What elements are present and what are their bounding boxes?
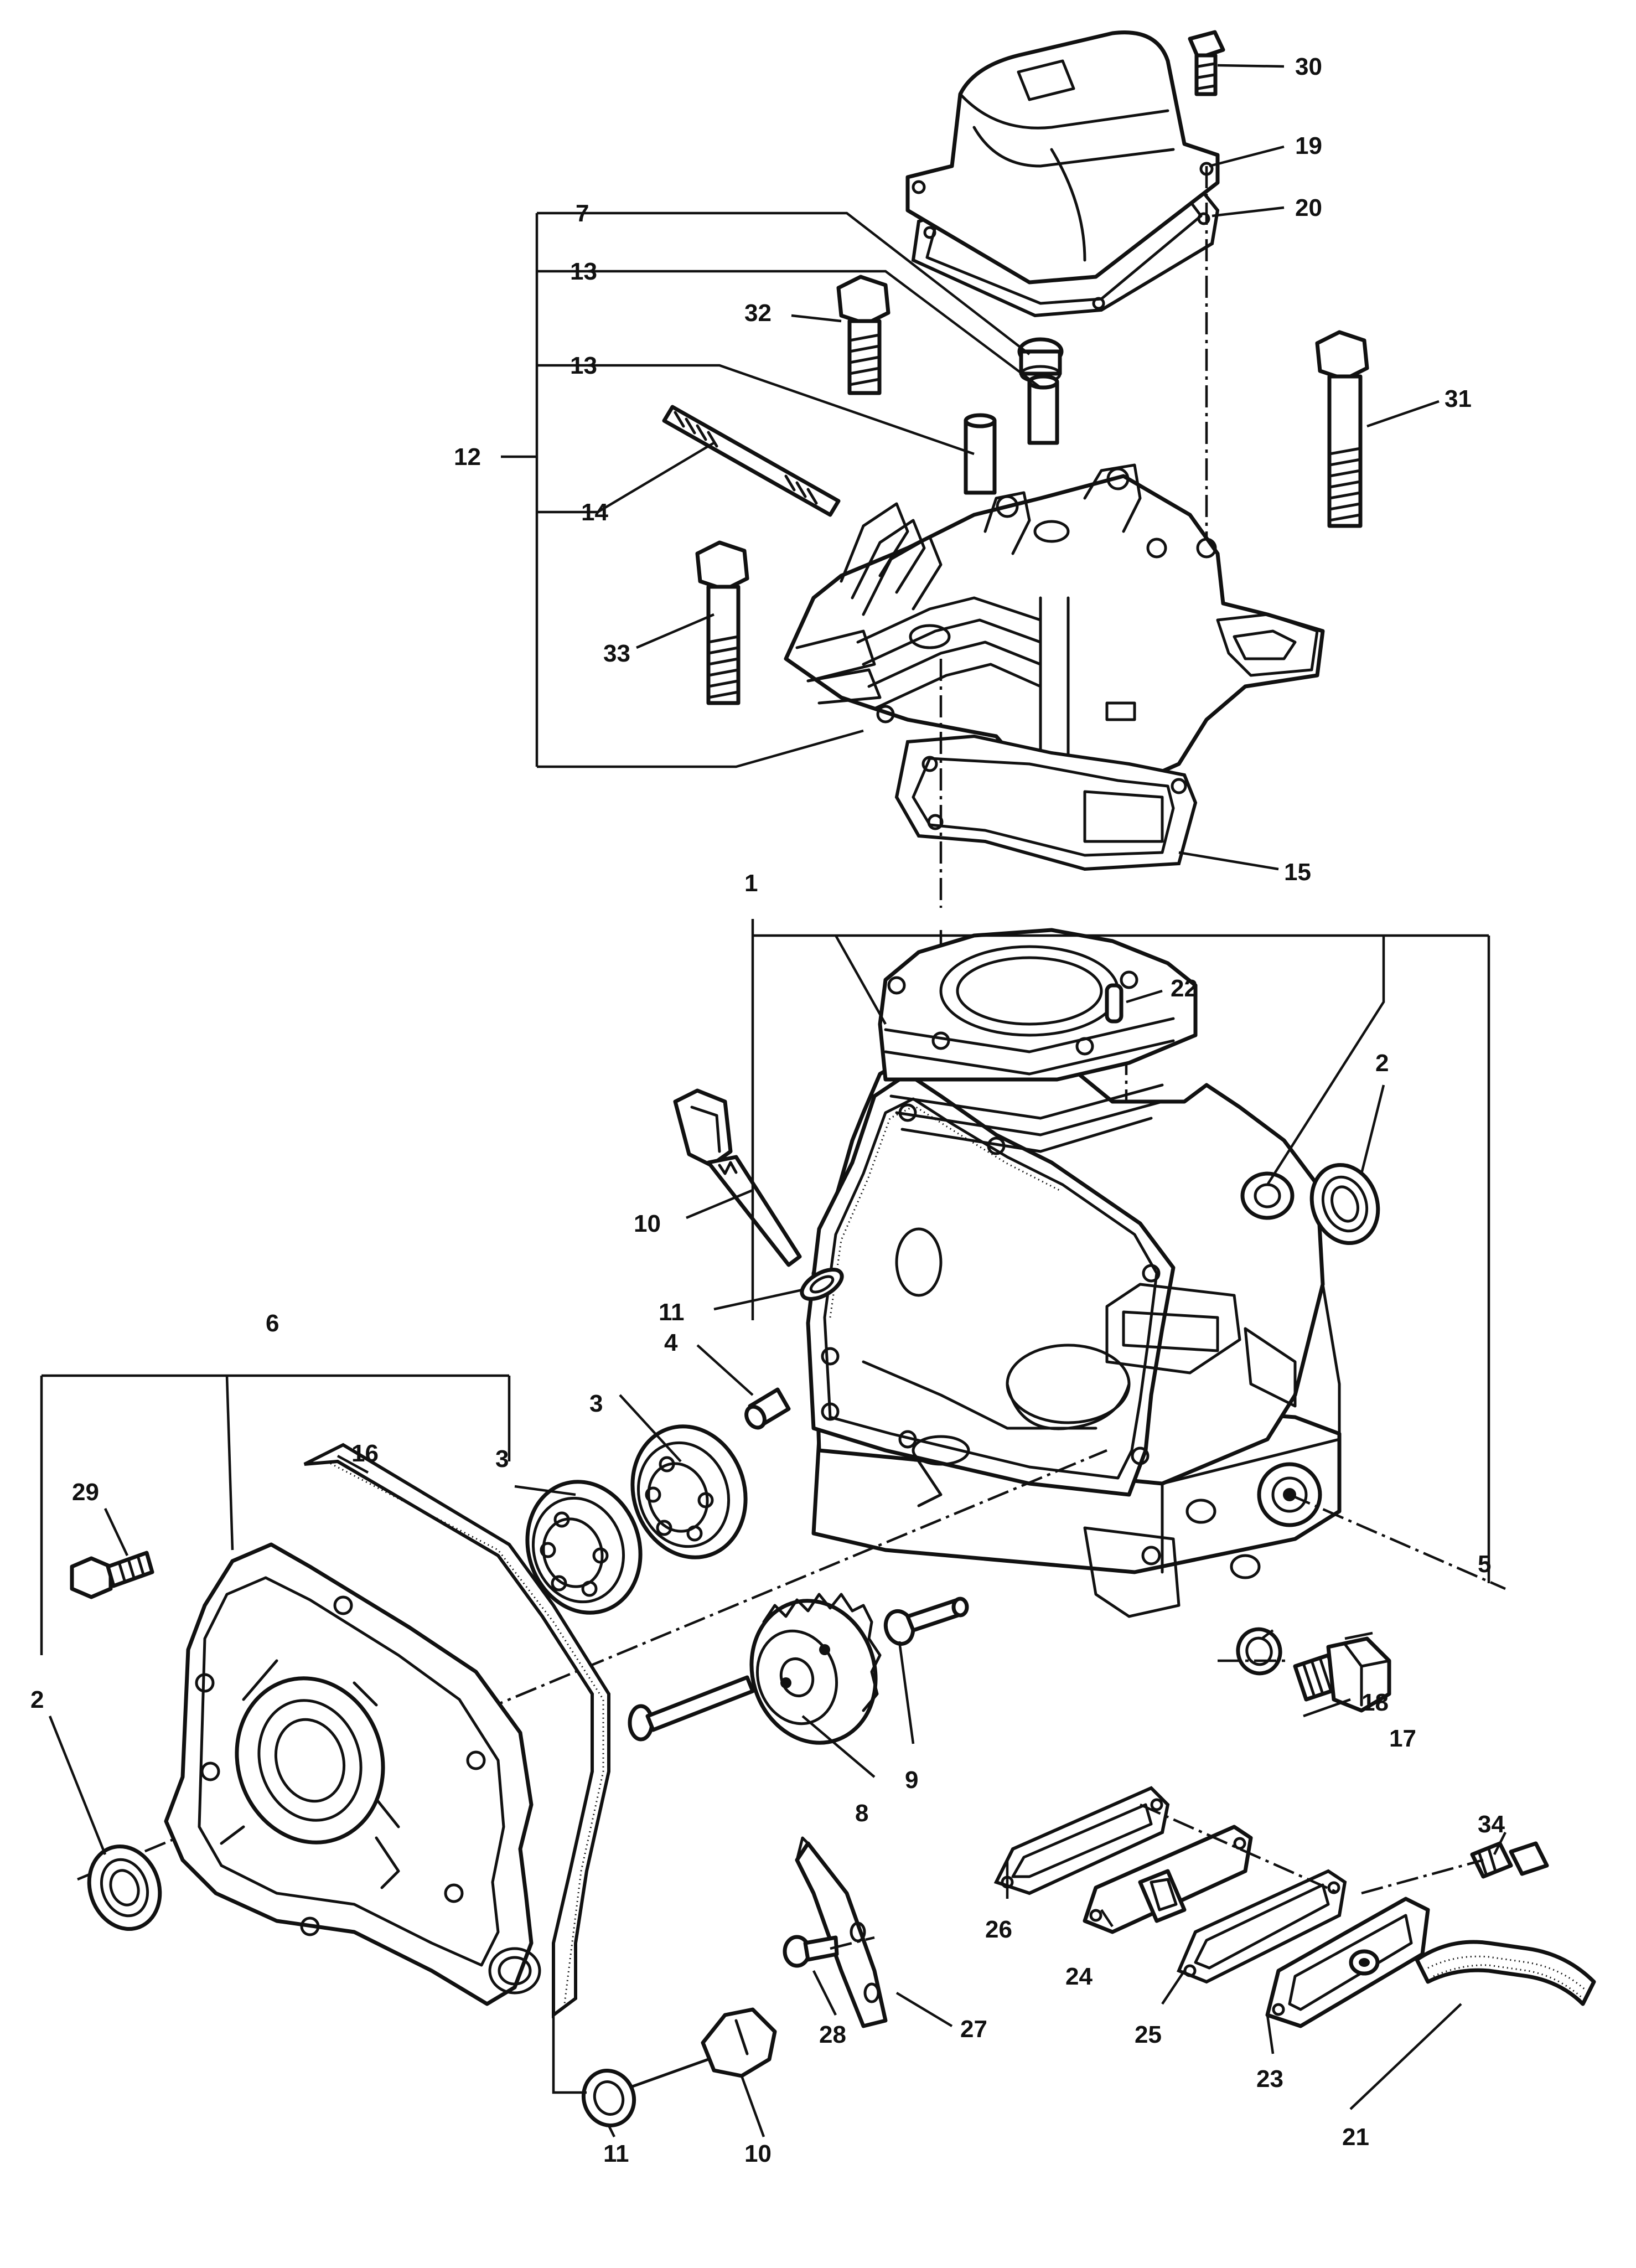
callout-8: 8	[855, 1800, 868, 1827]
oil-seal-left	[87, 1845, 162, 1931]
leader-lines	[40, 64, 1507, 2138]
callout-10a: 10	[634, 1210, 661, 1237]
callout-12: 12	[454, 443, 481, 471]
callout-13b: 13	[570, 352, 597, 379]
callout-30: 30	[1295, 53, 1322, 80]
callout-10b: 10	[744, 2140, 772, 2167]
head-gasket	[894, 734, 1198, 871]
crankcase-cylinder-block	[806, 928, 1342, 1618]
callout-5: 5	[1478, 1551, 1491, 1578]
governor-shaft	[628, 1675, 755, 1742]
callout-3b: 3	[495, 1445, 509, 1473]
head-bolt-short	[695, 540, 749, 705]
callout-labels: 30 19 20 7 13 32 13 31 12 14 33 15 1 22 …	[30, 53, 1505, 2167]
callout-24: 24	[1065, 1963, 1093, 1990]
rocker-cover	[905, 30, 1220, 285]
breather-cover-gasket	[1177, 1869, 1347, 1984]
cover-bolt	[1188, 30, 1225, 96]
governor-gear	[749, 1593, 882, 1745]
callout-1: 1	[744, 870, 758, 897]
callout-25: 25	[1135, 2021, 1162, 2048]
valve-stem-seal	[1017, 337, 1064, 384]
callout-31: 31	[1445, 385, 1472, 412]
callout-14: 14	[581, 499, 608, 526]
valve-guide-upper	[1027, 374, 1059, 445]
dipstick-o-ring-lower	[581, 2069, 636, 2127]
callout-6: 6	[266, 1310, 279, 1337]
governor-arm-bolt	[783, 1935, 839, 1968]
breather-gasket	[993, 1786, 1170, 1895]
callout-32: 32	[744, 299, 772, 327]
callout-21: 21	[1342, 2124, 1369, 2151]
callout-28: 28	[819, 2021, 846, 2048]
callout-9: 9	[905, 1766, 918, 1794]
dowel-pin-top	[1105, 983, 1124, 1024]
callout-27: 27	[960, 2016, 987, 2043]
callout-23: 23	[1256, 2065, 1283, 2093]
callout-34: 34	[1478, 1811, 1505, 1838]
breather-cover	[1265, 1897, 1430, 2028]
breather-cover-bolt	[1470, 1841, 1549, 1879]
cylinder-head	[784, 463, 1325, 788]
callout-15: 15	[1284, 859, 1311, 886]
callout-11a: 11	[659, 1299, 685, 1326]
drain-plug	[1293, 1636, 1391, 1713]
dipstick-o-ring-upper	[800, 1268, 844, 1301]
crankcase-gasket	[303, 1443, 610, 2018]
callout-4: 4	[664, 1329, 678, 1356]
dowel-pin-case	[744, 1387, 791, 1430]
callout-19: 19	[1295, 132, 1322, 159]
valve-guide-lower	[964, 413, 997, 495]
governor-arm	[795, 1836, 888, 2028]
drain-plug-washer	[1236, 1627, 1282, 1676]
oil-seal-right	[1309, 1163, 1380, 1246]
callout-22: 22	[1171, 975, 1198, 1002]
main-bearing-right	[630, 1424, 748, 1559]
head-stud	[662, 405, 841, 517]
main-bearing-left	[525, 1480, 643, 1615]
callout-2a: 2	[1375, 1050, 1389, 1077]
callout-29: 29	[72, 1479, 99, 1506]
callout-26: 26	[985, 1916, 1012, 1943]
callout-20: 20	[1295, 194, 1322, 221]
callout-13a: 13	[570, 258, 597, 285]
head-bolt-long	[1315, 330, 1369, 528]
callout-16: 16	[351, 1440, 379, 1467]
rocker-cover-assembly	[905, 30, 1225, 554]
callout-17: 17	[1389, 1725, 1416, 1752]
crankcase-side-cover	[164, 1542, 541, 2006]
governor-washer	[883, 1597, 969, 1646]
oil-dipstick-lower	[629, 2007, 777, 2089]
head-bolt-medium	[836, 275, 891, 395]
breather-tube	[1415, 1940, 1596, 2006]
callout-3a: 3	[589, 1390, 603, 1417]
oil-dipstick-upper	[673, 1088, 802, 1267]
callout-2b: 2	[30, 1686, 44, 1713]
cover-bolt-29	[70, 1551, 154, 1599]
callout-18: 18	[1361, 1689, 1389, 1716]
breather-valve-plate	[1083, 1825, 1253, 1934]
callout-33: 33	[603, 640, 630, 667]
callout-11b: 11	[603, 2140, 629, 2167]
callout-7: 7	[576, 200, 589, 227]
